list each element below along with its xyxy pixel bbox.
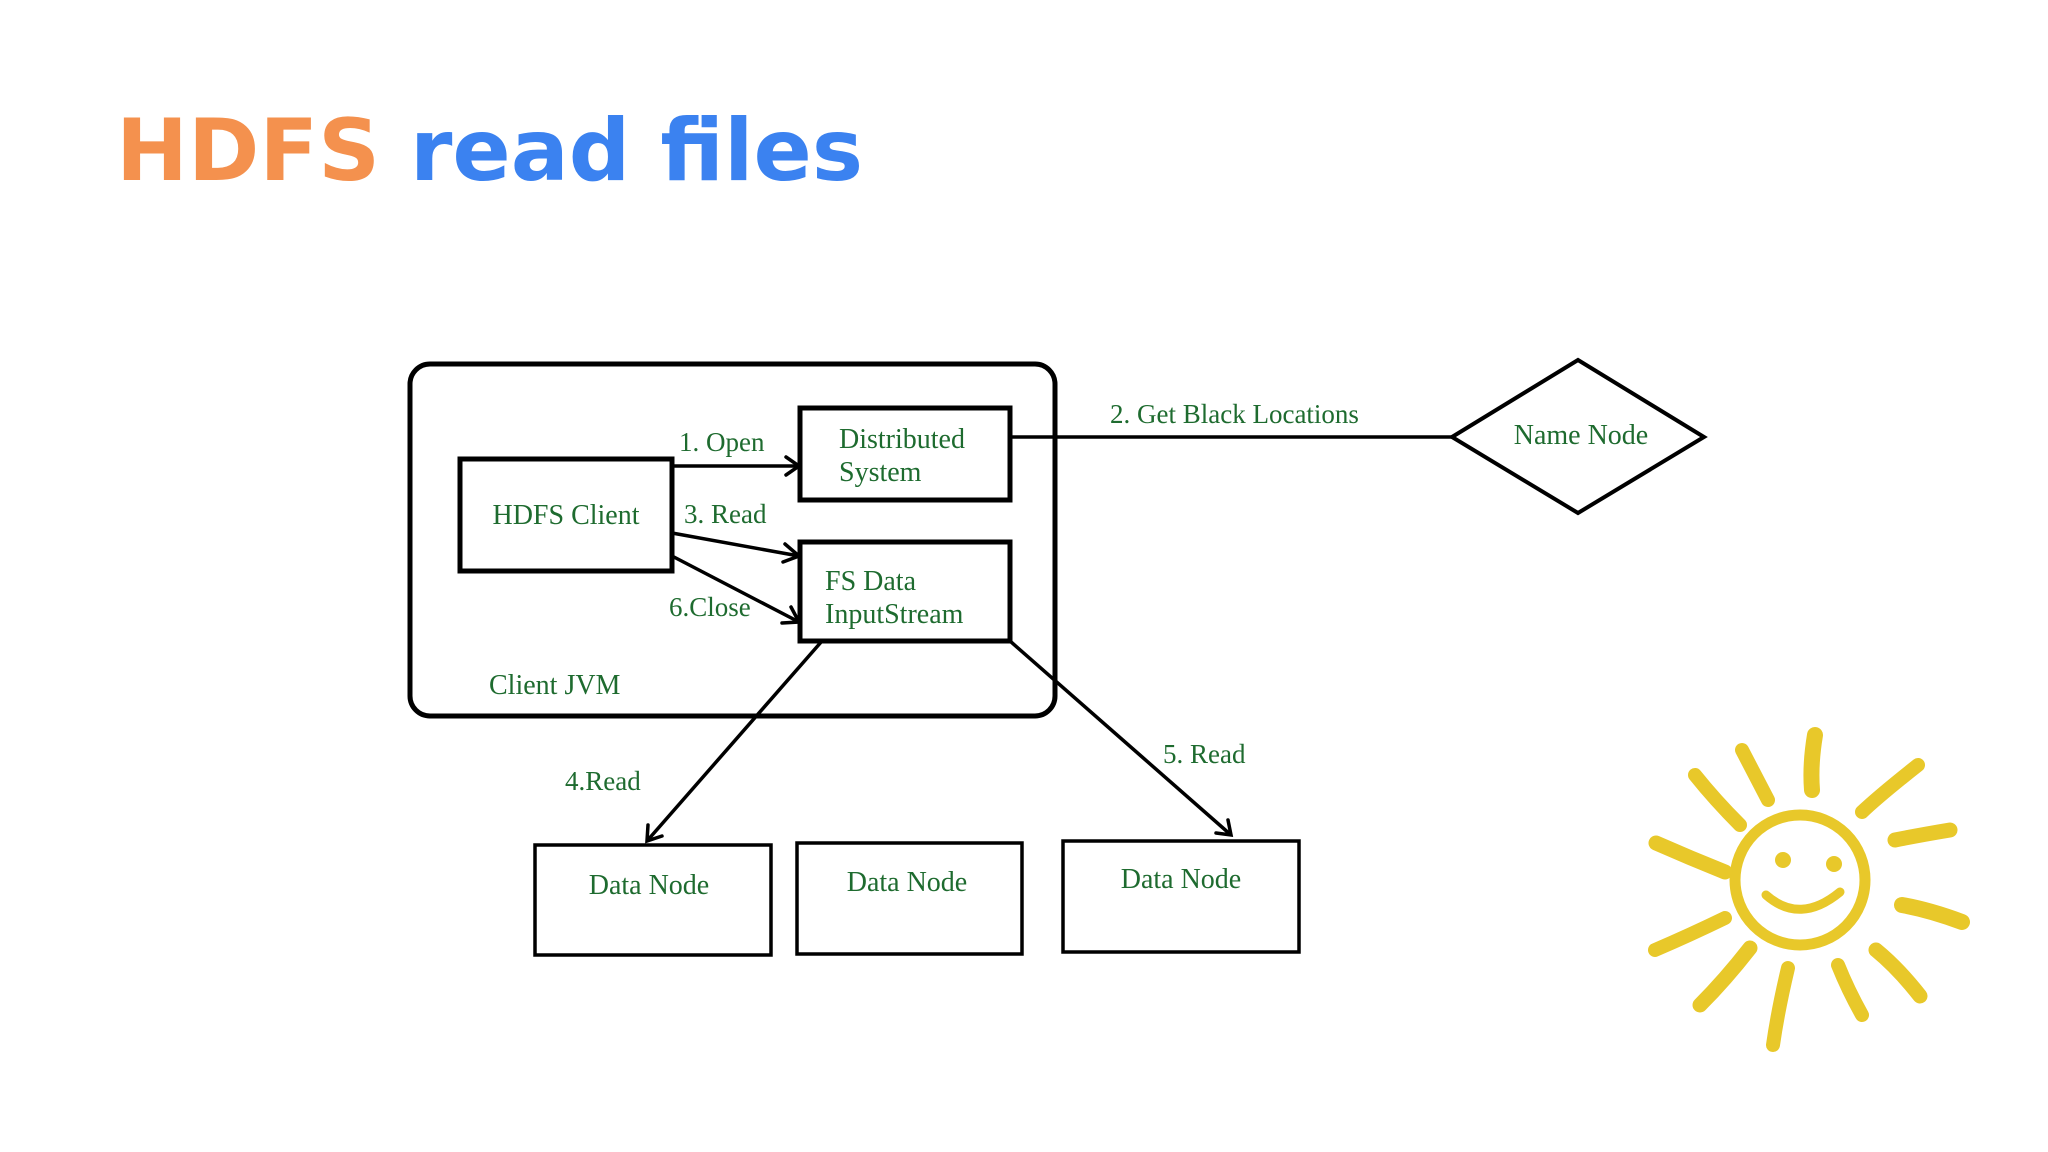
title-word-hdfs: HDFS — [116, 101, 381, 201]
sun-ray — [1831, 958, 1869, 1022]
sun-ray — [1894, 897, 1970, 930]
edge-read-3-line — [671, 531, 800, 558]
smiling-sun-icon — [1648, 727, 1970, 1052]
title-word-read-files: read files — [410, 101, 864, 201]
client-jvm-label: Client JVM — [489, 670, 621, 701]
sun-ray — [1692, 940, 1758, 1013]
data-node-2 — [795, 841, 1024, 956]
edge-read-4-arrowhead — [645, 823, 664, 844]
edge-close-label: 6.Close — [669, 592, 751, 622]
data-node-3-label: Data Node — [1121, 864, 1242, 895]
edge-read-5-line — [1008, 639, 1233, 837]
edge-read-3-label: 3. Read — [684, 499, 767, 529]
edge-close-line — [671, 554, 800, 624]
edge-read-5-arrowhead — [1214, 818, 1234, 838]
edge-read-4-line — [645, 639, 824, 843]
data-node-3 — [1061, 839, 1301, 954]
name-node-diamond — [1448, 357, 1708, 516]
edge-get-block-locations-label: 2. Get Black Locations — [1110, 399, 1359, 429]
hdfs-client-label: HDFS Client — [492, 500, 639, 531]
sun-smile — [1761, 887, 1845, 914]
slide-title: HDFS read files — [116, 108, 863, 194]
name-node-label: Name Node — [1514, 420, 1649, 451]
sun-ray — [1735, 743, 1775, 807]
edge-read-3-arrowhead — [781, 542, 803, 564]
edge-open-label: 1. Open — [679, 427, 765, 457]
distributed-system-label-line1: Distributed — [839, 424, 965, 455]
sun-ray — [1868, 942, 1928, 1004]
fs-data-inputstream-label-line2: InputStream — [825, 599, 964, 630]
distributed-system-label-line2: System — [839, 457, 922, 488]
fs-data-inputstream-node — [797, 539, 1013, 644]
edge-close-arrowhead — [780, 605, 802, 625]
hdfs-client-node — [457, 456, 675, 574]
data-node-1-label: Data Node — [589, 870, 710, 901]
sun-ray — [1803, 727, 1823, 798]
sun-ray — [1855, 758, 1925, 819]
sun-right-eye — [1826, 856, 1842, 872]
sun-ray — [1648, 835, 1733, 880]
data-node-2-label: Data Node — [847, 867, 968, 898]
sun-ray — [1766, 961, 1795, 1052]
sun-face-outline — [1729, 809, 1871, 951]
sun-ray — [1887, 822, 1958, 848]
sun-ray — [1648, 911, 1732, 957]
edge-read-5-label: 5. Read — [1163, 739, 1246, 769]
sun-ray — [1688, 768, 1747, 832]
edge-read-4-label: 4.Read — [565, 766, 641, 796]
edge-open-arrowhead — [784, 455, 803, 477]
fs-data-inputstream-label-line1: FS Data — [825, 566, 917, 597]
sun-left-eye — [1775, 852, 1791, 868]
distributed-system-node — [797, 405, 1013, 503]
data-node-1 — [533, 843, 773, 957]
